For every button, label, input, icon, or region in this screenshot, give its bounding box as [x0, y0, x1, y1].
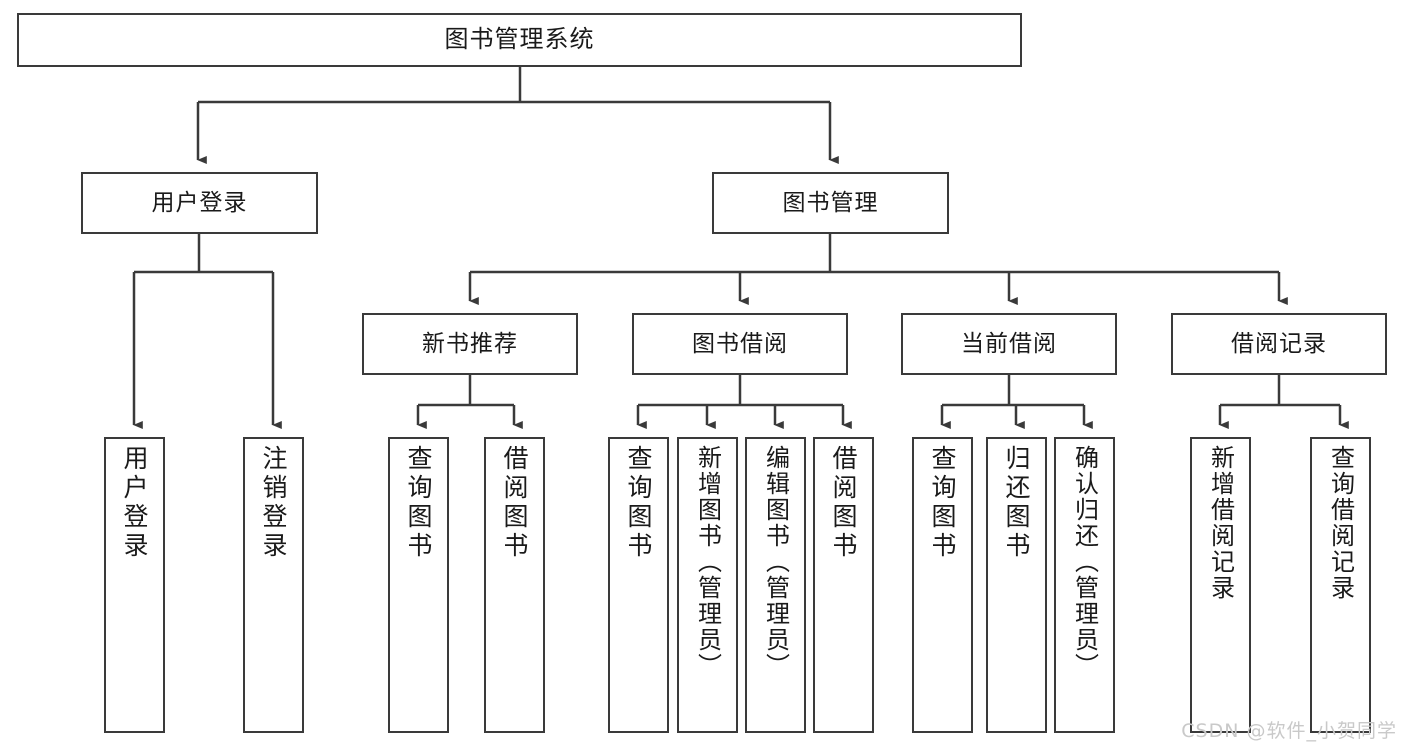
level2-node-用户登录[interactable]: 用户登录 — [81, 172, 318, 234]
leaf-node-借阅图书[interactable]: 借阅图书 — [484, 437, 545, 733]
node-label: 用户登录 — [120, 445, 149, 561]
root-node-图书管理系统[interactable]: 图书管理系统 — [17, 13, 1022, 67]
node-label: 确认归还（管理员） — [1070, 445, 1099, 679]
level3-node-新书推荐[interactable]: 新书推荐 — [362, 313, 578, 375]
node-label: 注销登录 — [259, 445, 288, 561]
level3-node-借阅记录[interactable]: 借阅记录 — [1171, 313, 1387, 375]
node-label: 借阅图书 — [829, 445, 858, 561]
node-label: 编辑图书（管理员） — [761, 445, 790, 679]
level3-node-图书借阅[interactable]: 图书借阅 — [632, 313, 848, 375]
leaf-node-归还图书[interactable]: 归还图书 — [986, 437, 1047, 733]
node-label: 用户登录 — [151, 189, 248, 216]
node-label: 新增图书（管理员） — [693, 445, 722, 679]
node-label: 借阅记录 — [1231, 330, 1327, 357]
node-label: 查询图书 — [928, 445, 957, 561]
leaf-node-用户登录[interactable]: 用户登录 — [104, 437, 165, 733]
node-label: 图书借阅 — [692, 330, 788, 357]
leaf-node-查询图书[interactable]: 查询图书 — [912, 437, 973, 733]
leaf-node-编辑图书管理员[interactable]: 编辑图书（管理员） — [745, 437, 806, 733]
node-label: 图书管理系统 — [444, 25, 595, 54]
node-label: 新增借阅记录 — [1206, 445, 1235, 601]
node-label: 查询借阅记录 — [1326, 445, 1355, 601]
leaf-node-借阅图书[interactable]: 借阅图书 — [813, 437, 874, 733]
leaf-node-确认归还管理员[interactable]: 确认归还（管理员） — [1054, 437, 1115, 733]
node-label: 查询图书 — [404, 445, 433, 561]
leaf-node-查询图书[interactable]: 查询图书 — [388, 437, 449, 733]
leaf-node-新增图书管理员[interactable]: 新增图书（管理员） — [677, 437, 738, 733]
node-label: 查询图书 — [624, 445, 653, 561]
level2-node-图书管理[interactable]: 图书管理 — [712, 172, 949, 234]
node-label: 新书推荐 — [422, 330, 518, 357]
node-label: 归还图书 — [1002, 445, 1031, 561]
leaf-node-新增借阅记录[interactable]: 新增借阅记录 — [1190, 437, 1251, 733]
node-label: 当前借阅 — [961, 330, 1057, 357]
node-label: 借阅图书 — [500, 445, 529, 561]
leaf-node-查询借阅记录[interactable]: 查询借阅记录 — [1310, 437, 1371, 733]
leaf-node-注销登录[interactable]: 注销登录 — [243, 437, 304, 733]
leaf-node-查询图书[interactable]: 查询图书 — [608, 437, 669, 733]
level3-node-当前借阅[interactable]: 当前借阅 — [901, 313, 1117, 375]
node-label: 图书管理 — [782, 189, 879, 216]
